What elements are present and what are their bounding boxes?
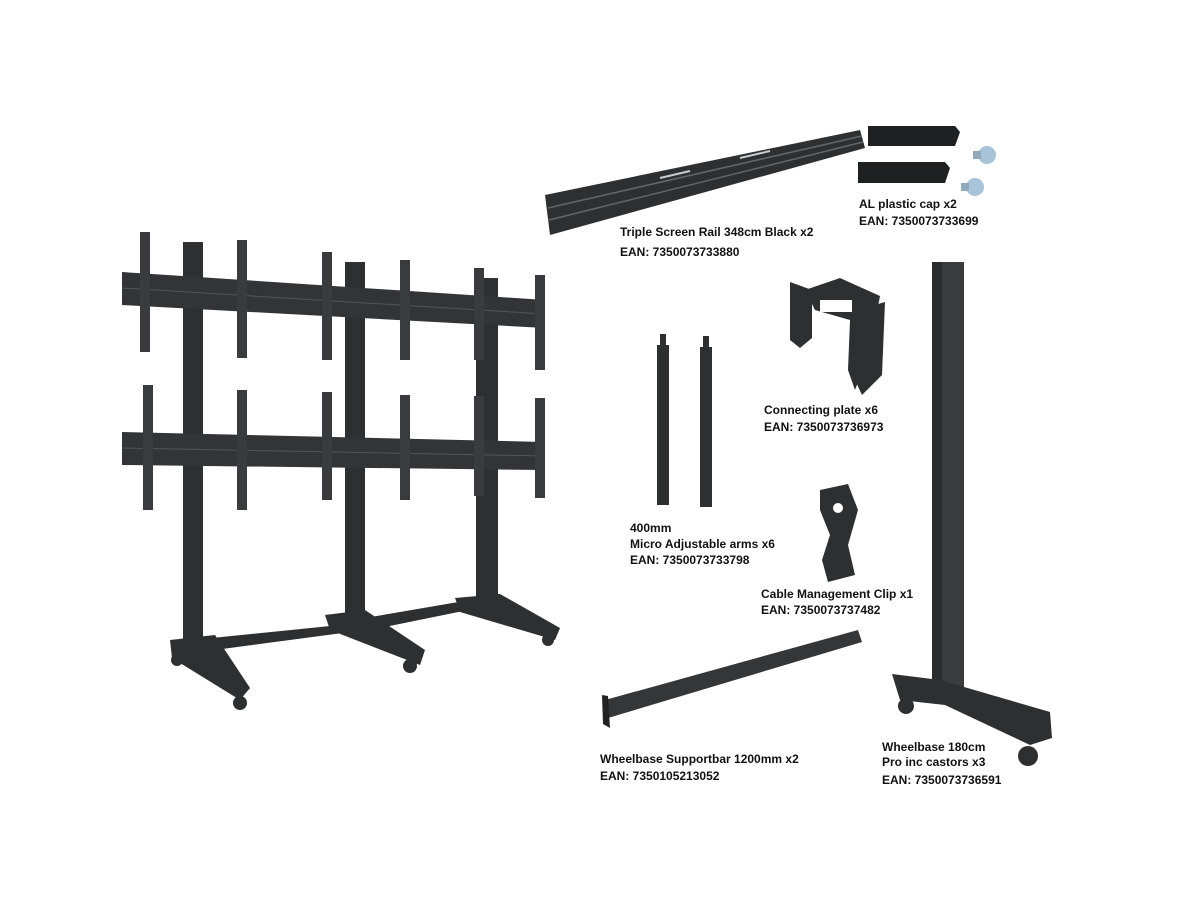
plastic-cap-image bbox=[858, 126, 996, 196]
wheelbase-image bbox=[892, 262, 1052, 766]
part-ean: EAN: 7350073736973 bbox=[764, 420, 884, 434]
assembled-stand-image bbox=[121, 232, 560, 710]
part-label-rail: Triple Screen Rail 348cm Black x2 EAN: 7… bbox=[620, 224, 813, 261]
part-label-wheelbase: Wheelbase 180cm Pro inc castors x3 EAN: … bbox=[882, 740, 1001, 788]
part-label-supportbar: Wheelbase Supportbar 1200mm x2 EAN: 7350… bbox=[600, 751, 799, 785]
part-ean: EAN: 7350073733880 bbox=[620, 245, 740, 259]
connecting-plate-image bbox=[790, 278, 885, 395]
part-size: 400mm bbox=[630, 521, 672, 535]
part-name: Cable Management Clip x1 bbox=[761, 587, 914, 601]
part-label-arms: 400mm Micro Adjustable arms x6 EAN: 7350… bbox=[630, 520, 775, 568]
part-ean: EAN: 7350073733798 bbox=[630, 553, 750, 567]
part-name-2: Pro inc castors x3 bbox=[882, 755, 986, 769]
part-name: Wheelbase Supportbar 1200mm x2 bbox=[600, 752, 799, 766]
part-ean: EAN: 7350073736591 bbox=[882, 773, 1002, 787]
part-ean: EAN: 7350105213052 bbox=[600, 769, 720, 783]
adjustable-arms-image bbox=[657, 334, 712, 507]
part-label-cap: AL plastic cap x2 EAN: 7350073733699 bbox=[859, 196, 978, 230]
part-ean: EAN: 7350073733699 bbox=[859, 214, 979, 228]
part-label-cable-clip: Cable Management Clip x1 EAN: 7350073737… bbox=[761, 586, 913, 618]
part-label-connecting-plate: Connecting plate x6 EAN: 7350073736973 bbox=[764, 402, 883, 436]
supportbar-image bbox=[602, 630, 862, 728]
cable-clip-image bbox=[820, 484, 858, 582]
part-name: Connecting plate x6 bbox=[764, 403, 879, 417]
part-name: Micro Adjustable arms x6 bbox=[630, 537, 775, 551]
part-ean: EAN: 7350073737482 bbox=[761, 603, 881, 617]
rail-image bbox=[545, 130, 865, 235]
part-name: Triple Screen Rail 348cm Black x2 bbox=[620, 225, 814, 239]
part-name: Wheelbase 180cm bbox=[882, 740, 986, 754]
part-name: AL plastic cap x2 bbox=[859, 197, 957, 211]
